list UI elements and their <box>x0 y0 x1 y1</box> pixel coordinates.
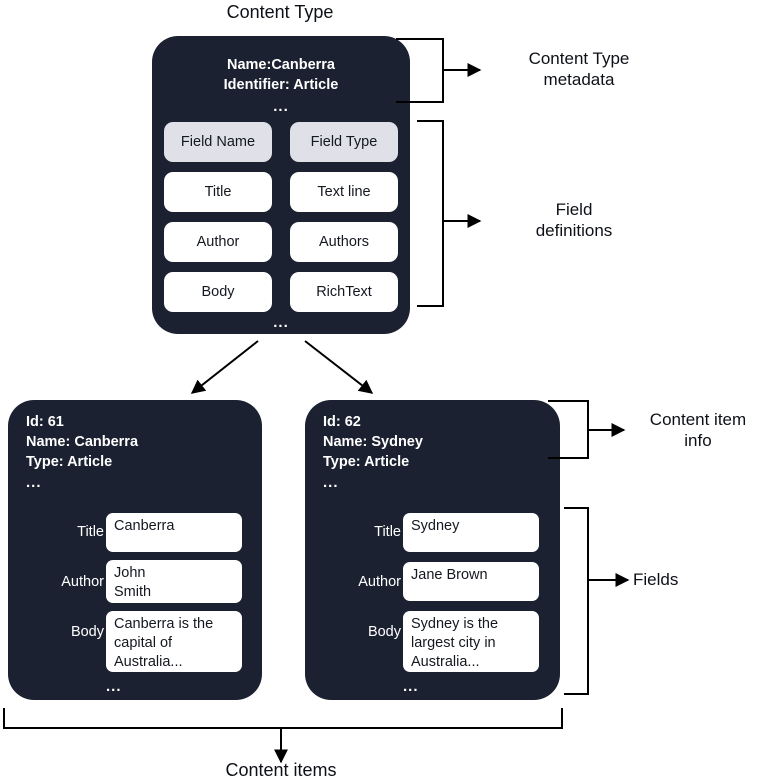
content-item-field-label-body-62: Body <box>367 624 401 640</box>
content-item-field-value-body-62: Sydney is the largest city in Australia.… <box>403 611 539 672</box>
annotation-content-item-info: Content item info <box>649 410 747 450</box>
footer-label-content-items: Content items <box>225 760 337 780</box>
content-item-field-value-title-62: Sydney <box>403 513 539 552</box>
field-table-cell-type-0: Text line <box>290 172 398 212</box>
content-item-field-label-author-62: Author <box>358 574 401 590</box>
content-type-metadata-ellipsis: ... <box>273 98 289 115</box>
content-item-fields-ellipsis-62: ... <box>403 678 419 695</box>
field-table-header-field-name: Field Name <box>164 122 272 162</box>
content-item-field-label-body-61: Body <box>70 624 104 640</box>
bracket-content-items <box>3 708 563 729</box>
content-item-field-value-body-61: Canberra is the capital of Australia... <box>106 611 242 672</box>
content-item-field-value-title-61: Canberra <box>106 513 242 552</box>
content-item-fields-ellipsis-61: ... <box>106 678 122 695</box>
annotation-fields: Fields <box>633 570 679 589</box>
arrow-to-content-item-61 <box>190 340 259 394</box>
content-item-card-62: Id: 62 Name: Sydney Type: Article ... Ti… <box>305 400 560 700</box>
content-type-fields-ellipsis: ... <box>273 314 289 331</box>
page-title: Content Type <box>226 2 334 22</box>
content-item-info-text-62: Id: 62 Name: Sydney Type: Article <box>323 414 423 470</box>
field-table-cell-type-1: Authors <box>290 222 398 262</box>
bracket-field-definitions <box>417 120 444 307</box>
content-item-field-label-title-61: Title <box>77 524 104 540</box>
annotation-field-definitions: Field definitions <box>535 200 613 240</box>
content-item-field-value-author-61: John Smith <box>106 560 242 603</box>
content-type-card: Name:Canberra Identifier: Article ... Fi… <box>152 36 410 334</box>
content-item-field-label-author-61: Author <box>61 574 104 590</box>
content-item-info-ellipsis-61: ... <box>26 474 42 491</box>
bracket-content-item-fields <box>564 507 589 695</box>
annotation-content-type-metadata: Content Type metadata <box>528 49 630 89</box>
arrow-to-content-item-62 <box>304 340 374 394</box>
content-item-info-text-61: Id: 61 Name: Canberra Type: Article <box>26 414 139 470</box>
field-table-cell-type-2: RichText <box>290 272 398 312</box>
content-item-info-ellipsis-62: ... <box>323 474 339 491</box>
content-item-field-value-author-62: Jane Brown <box>403 562 539 601</box>
field-table-header-field-type: Field Type <box>290 122 398 162</box>
field-table-cell-name-0: Title <box>164 172 272 212</box>
content-item-field-label-title-62: Title <box>374 524 401 540</box>
content-type-metadata-text: Name:Canberra Identifier: Article <box>223 57 339 93</box>
content-item-card-61: Id: 61 Name: Canberra Type: Article ... … <box>8 400 262 700</box>
field-table-cell-name-1: Author <box>164 222 272 262</box>
field-table-cell-name-2: Body <box>164 272 272 312</box>
